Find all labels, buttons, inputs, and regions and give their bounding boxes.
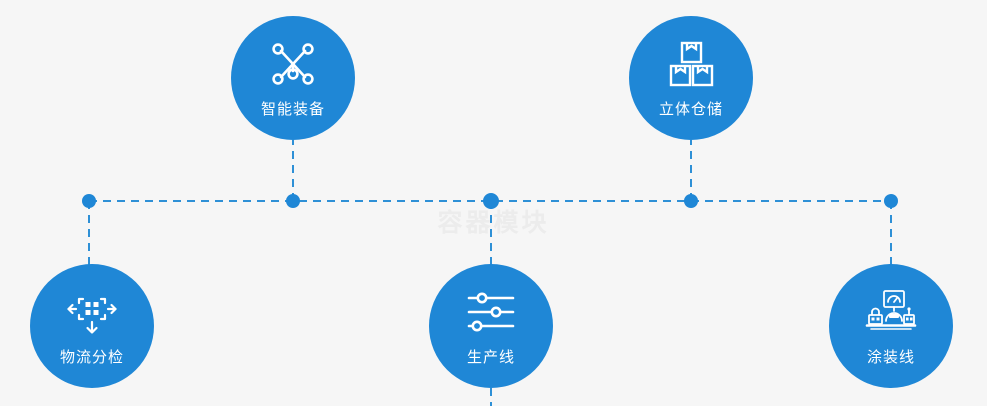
- junction-dot-1[interactable]: [82, 194, 96, 208]
- stacked-boxes-icon: [665, 40, 717, 88]
- junction-dot-2[interactable]: [286, 194, 300, 208]
- node-coating-line[interactable]: 涂装线: [829, 264, 953, 388]
- node-label-production-line: 生产线: [466, 348, 515, 366]
- node-production-line[interactable]: 生产线: [429, 264, 553, 388]
- sorting-arrows-icon: [66, 288, 118, 336]
- node-label-intelligent-equipment: 智能装备: [260, 100, 325, 118]
- junction-dot-3[interactable]: [483, 193, 499, 209]
- sliders-icon: [465, 288, 517, 336]
- network-nodes-icon: [267, 40, 319, 88]
- junction-dot-5[interactable]: [884, 194, 898, 208]
- node-logistics-sorting[interactable]: 物流分检: [30, 264, 154, 388]
- node-label-logistics-sorting: 物流分检: [59, 348, 124, 366]
- node-label-coating-line: 涂装线: [866, 348, 915, 366]
- factory-machine-icon: [865, 288, 917, 336]
- junction-dot-4[interactable]: [684, 194, 698, 208]
- node-stereoscopic-warehouse[interactable]: 立体仓储: [629, 16, 753, 140]
- node-label-stereoscopic-warehouse: 立体仓储: [658, 100, 723, 118]
- node-intelligent-equipment[interactable]: 智能装备: [231, 16, 355, 140]
